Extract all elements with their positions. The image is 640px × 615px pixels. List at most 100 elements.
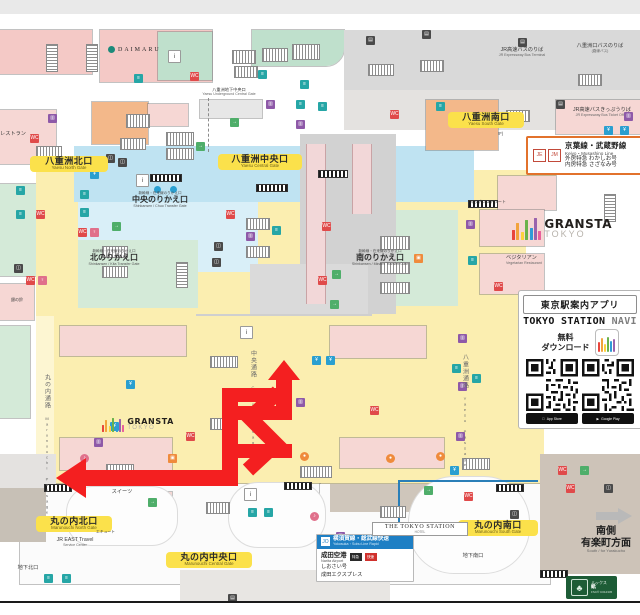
gransta-logo-center: GRANSTA TOKYO	[102, 418, 174, 432]
gransta-wordmark: GRANSTA TOKYO	[544, 217, 613, 240]
app-title-jp: 東京駅案内アプリ	[523, 295, 637, 314]
stairs-icon	[380, 506, 406, 518]
passage-chuo: 中央通路 Chuo Passage	[249, 350, 256, 451]
elevator-icon: ≡	[436, 102, 445, 111]
stairs-icon	[368, 64, 394, 76]
escalator-icon	[380, 262, 410, 274]
restroom-icon: WC	[36, 210, 45, 219]
stairs-icon	[262, 48, 288, 62]
concourse-marunouchi-edge	[36, 316, 54, 486]
shop-gransta-d	[339, 437, 445, 469]
elevator-icon: ≡	[44, 574, 53, 583]
elevator-icon: ≡	[318, 102, 327, 111]
restroom-icon: WC	[30, 134, 39, 143]
information-icon: i	[240, 326, 253, 339]
label-jr-east-travel: JR EAST Travel Service Center	[56, 537, 94, 547]
stairs-icon	[246, 218, 270, 230]
gransta-bars-icon	[102, 418, 125, 432]
gate-marunouchi-north[interactable]: 丸の内北口 Marunouchi North Gate	[36, 516, 112, 533]
direction-sign-south: 南側 有楽町方面 South / for Yurakucho	[581, 526, 631, 553]
restroom-icon: WC	[566, 484, 575, 493]
bottom-margin-band	[0, 601, 640, 615]
bus-icon: ▤	[556, 100, 565, 109]
passage-marunouchi: 丸の内通路 Marunouchi Passage	[43, 374, 50, 515]
atm-icon: ¥	[620, 126, 629, 135]
elevator-icon: ≡	[248, 508, 257, 517]
qr-code-row:  App Store	[523, 359, 637, 424]
qr-code-ios[interactable]	[526, 359, 578, 411]
fsc-badge: ♣ ミックス 紙 FSC® C012345	[566, 576, 618, 599]
label-vegetarian: ベジタリアン Vegetarian Restaurant	[506, 255, 542, 265]
shop-gransta-c	[329, 325, 427, 359]
keiyo-line-info-box: JE JM 京葉線・武蔵野線 Keiyo・Musashino Line 外房特急…	[526, 136, 640, 175]
coin-locker-icon: ▥	[48, 114, 57, 123]
qr-code-android[interactable]	[582, 359, 634, 411]
elevator-icon: ≡	[134, 74, 143, 83]
gate-yaesu-south[interactable]: 八重洲南口 Yaesu South Gate	[448, 112, 524, 129]
stairs-icon	[86, 44, 98, 72]
ticket-office-icon: ◫	[118, 158, 127, 167]
stairs-icon	[232, 50, 256, 64]
gransta-bars-icon	[512, 218, 542, 240]
yokosuka-header: JO 横須賀線・総武線快速 Yokosuka・Sobu Line Rapid	[317, 535, 413, 549]
tokyo-station-hotel-plaque: THE TOKYO STATION HOTEL	[372, 522, 468, 536]
stairs-icon	[210, 356, 238, 368]
restroom-icon: WC	[322, 222, 331, 231]
gransta-logo-right: GRANSTA TOKYO	[512, 218, 612, 240]
shop-pink-north-a	[147, 103, 189, 127]
shop-gransta-e	[479, 209, 545, 247]
ticket-gate	[318, 170, 348, 178]
daimaru-mark	[108, 46, 115, 53]
shop-gransta-f	[479, 253, 545, 295]
road-line-horizontal	[398, 480, 538, 482]
building-west-pink	[0, 283, 35, 321]
tag-rapid: 快速	[364, 553, 377, 562]
outdoor-marunouchi-west	[0, 484, 46, 542]
gate-yaesu-central[interactable]: 八重洲中央口 Yaesu Central Gate	[218, 154, 302, 171]
stairs-icon	[604, 194, 616, 222]
coin-locker-icon: ▥	[466, 220, 475, 229]
app-title-en: TOKYO STATION NAVI	[523, 316, 637, 327]
coin-locker-icon: ▥	[94, 438, 103, 447]
apple-icon: 	[542, 417, 545, 421]
shop-icon: ●	[436, 452, 445, 461]
stairs-icon	[578, 74, 602, 86]
elevator-icon: ≡	[80, 208, 89, 217]
tag-limited-express: 特急	[349, 553, 362, 562]
gate-yaesu-north[interactable]: 八重洲北口 Yaesu North Gate	[30, 156, 108, 173]
restroom-icon: WC	[26, 276, 35, 285]
escalator-icon	[380, 236, 410, 250]
tokyo-station-navi-panel[interactable]: 東京駅案内アプリ TOKYO STATION NAVI 無料 ダウンロード	[518, 290, 640, 429]
elevator-icon: ≡	[258, 70, 267, 79]
gate-marunouchi-central[interactable]: 丸の内中央口 Marunouchi Central Gate	[166, 552, 252, 569]
callout-leader-line	[208, 98, 210, 152]
stairs-icon	[300, 466, 332, 478]
ticket-gate	[496, 484, 524, 492]
qr-block-android[interactable]: ▶ Google Play	[582, 359, 634, 424]
stairs-icon	[46, 44, 58, 72]
elevator-icon: ≡	[472, 374, 481, 383]
stairs-icon	[234, 66, 258, 78]
stairs-icon	[166, 132, 194, 146]
coin-locker-icon: ▥	[246, 232, 255, 241]
elevator-icon: ≡	[296, 100, 305, 109]
google-play-badge[interactable]: ▶ Google Play	[582, 413, 634, 424]
label-sweets: スイーツ	[111, 489, 133, 495]
track-b	[352, 144, 372, 214]
exit-icon: →	[424, 486, 433, 495]
gate-marunouchi-south[interactable]: 丸の内南口 Marunouchi South Gate	[458, 520, 538, 537]
app-store-badge[interactable]:  App Store	[526, 413, 578, 424]
label-chikagai-south: 地下南口	[462, 553, 484, 559]
exit-icon: →	[332, 270, 341, 279]
qr-block-ios[interactable]:  App Store	[526, 359, 578, 424]
transfer-gate-kita: 新幹線・在来線のりかえ口 北のりかえ口 Shinkansen / Kita Tr…	[88, 249, 140, 266]
restroom-icon: WC	[186, 432, 195, 441]
exit-icon: →	[148, 498, 157, 507]
stairs-icon	[106, 464, 134, 476]
shop-gransta-a	[59, 325, 187, 357]
baby-room-icon: ♀	[38, 276, 47, 285]
stairs-icon	[102, 246, 128, 258]
daimaru-label: DAIMARU	[118, 46, 161, 53]
ticket-office-icon: ◫	[604, 484, 613, 493]
